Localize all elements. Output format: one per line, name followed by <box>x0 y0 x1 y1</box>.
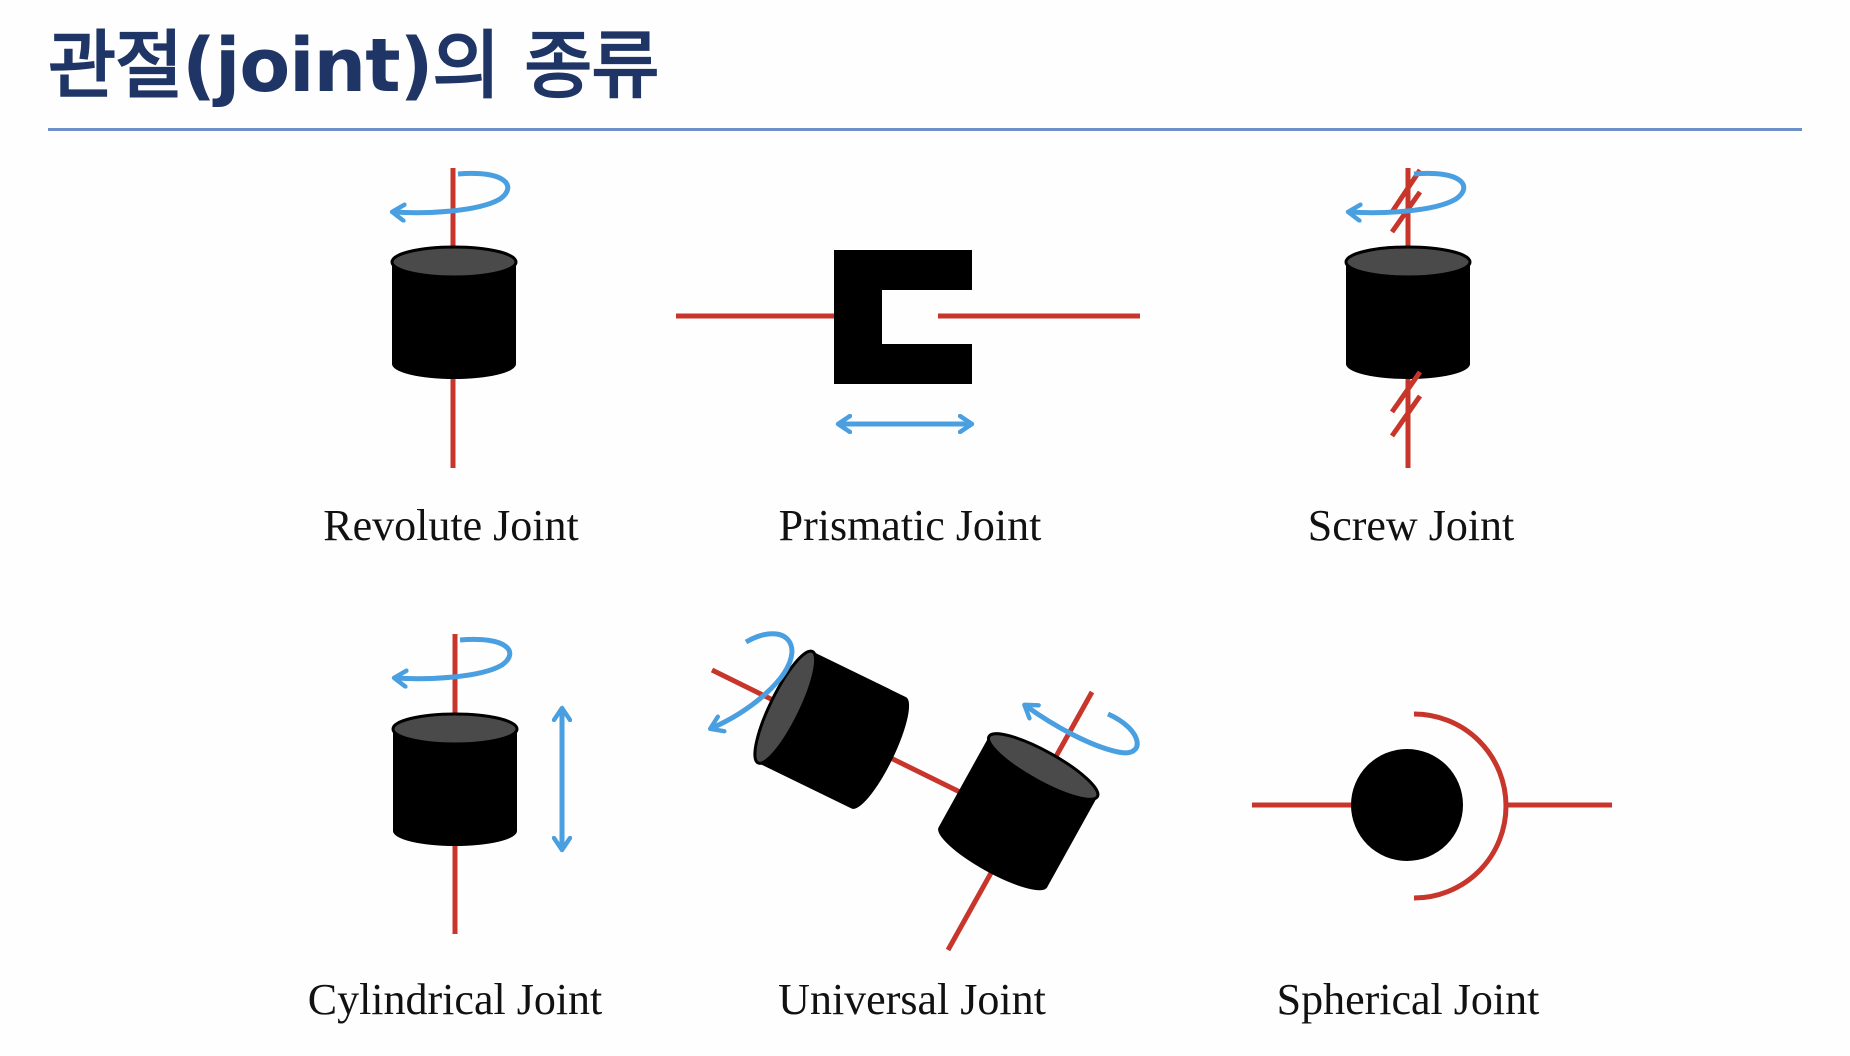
screw-rotation-arrow <box>1350 170 1467 212</box>
cylindrical-joint-figure <box>391 634 562 934</box>
spherical-joint-figure <box>1252 711 1612 901</box>
revolute-rotation-arrow <box>394 170 511 212</box>
title-divider <box>48 128 1802 131</box>
revolute-joint-label: Revolute Joint <box>323 501 578 550</box>
screw-joint-figure <box>1344 168 1472 468</box>
slide-title: 관절(joint)의 종류 <box>48 23 659 109</box>
screw-thread-marks-bottom <box>1389 370 1423 438</box>
revolute-cylinder <box>390 245 518 379</box>
cylindrical-cylinder <box>391 712 519 846</box>
screw-joint-label: Screw Joint <box>1308 501 1515 550</box>
spherical-ball <box>1351 749 1463 861</box>
universal-right-rotation-arrow <box>1026 706 1140 756</box>
prismatic-c-bracket <box>834 250 972 384</box>
screw-cylinder <box>1344 245 1472 379</box>
spherical-joint-label: Spherical Joint <box>1277 975 1540 1024</box>
prismatic-joint-label: Prismatic Joint <box>779 501 1042 550</box>
spherical-socket <box>1413 711 1509 901</box>
universal-right-cylinder <box>938 732 1100 891</box>
revolute-joint-figure <box>390 168 518 468</box>
universal-joint-figure <box>712 631 1140 952</box>
universal-left-rotation-arrow <box>712 631 795 728</box>
universal-left-cylinder <box>753 649 910 809</box>
cylindrical-joint-label: Cylindrical Joint <box>308 975 603 1024</box>
cylindrical-rotation-arrow <box>396 636 513 678</box>
universal-joint-label: Universal Joint <box>778 975 1046 1024</box>
prismatic-joint-figure <box>676 250 1140 424</box>
